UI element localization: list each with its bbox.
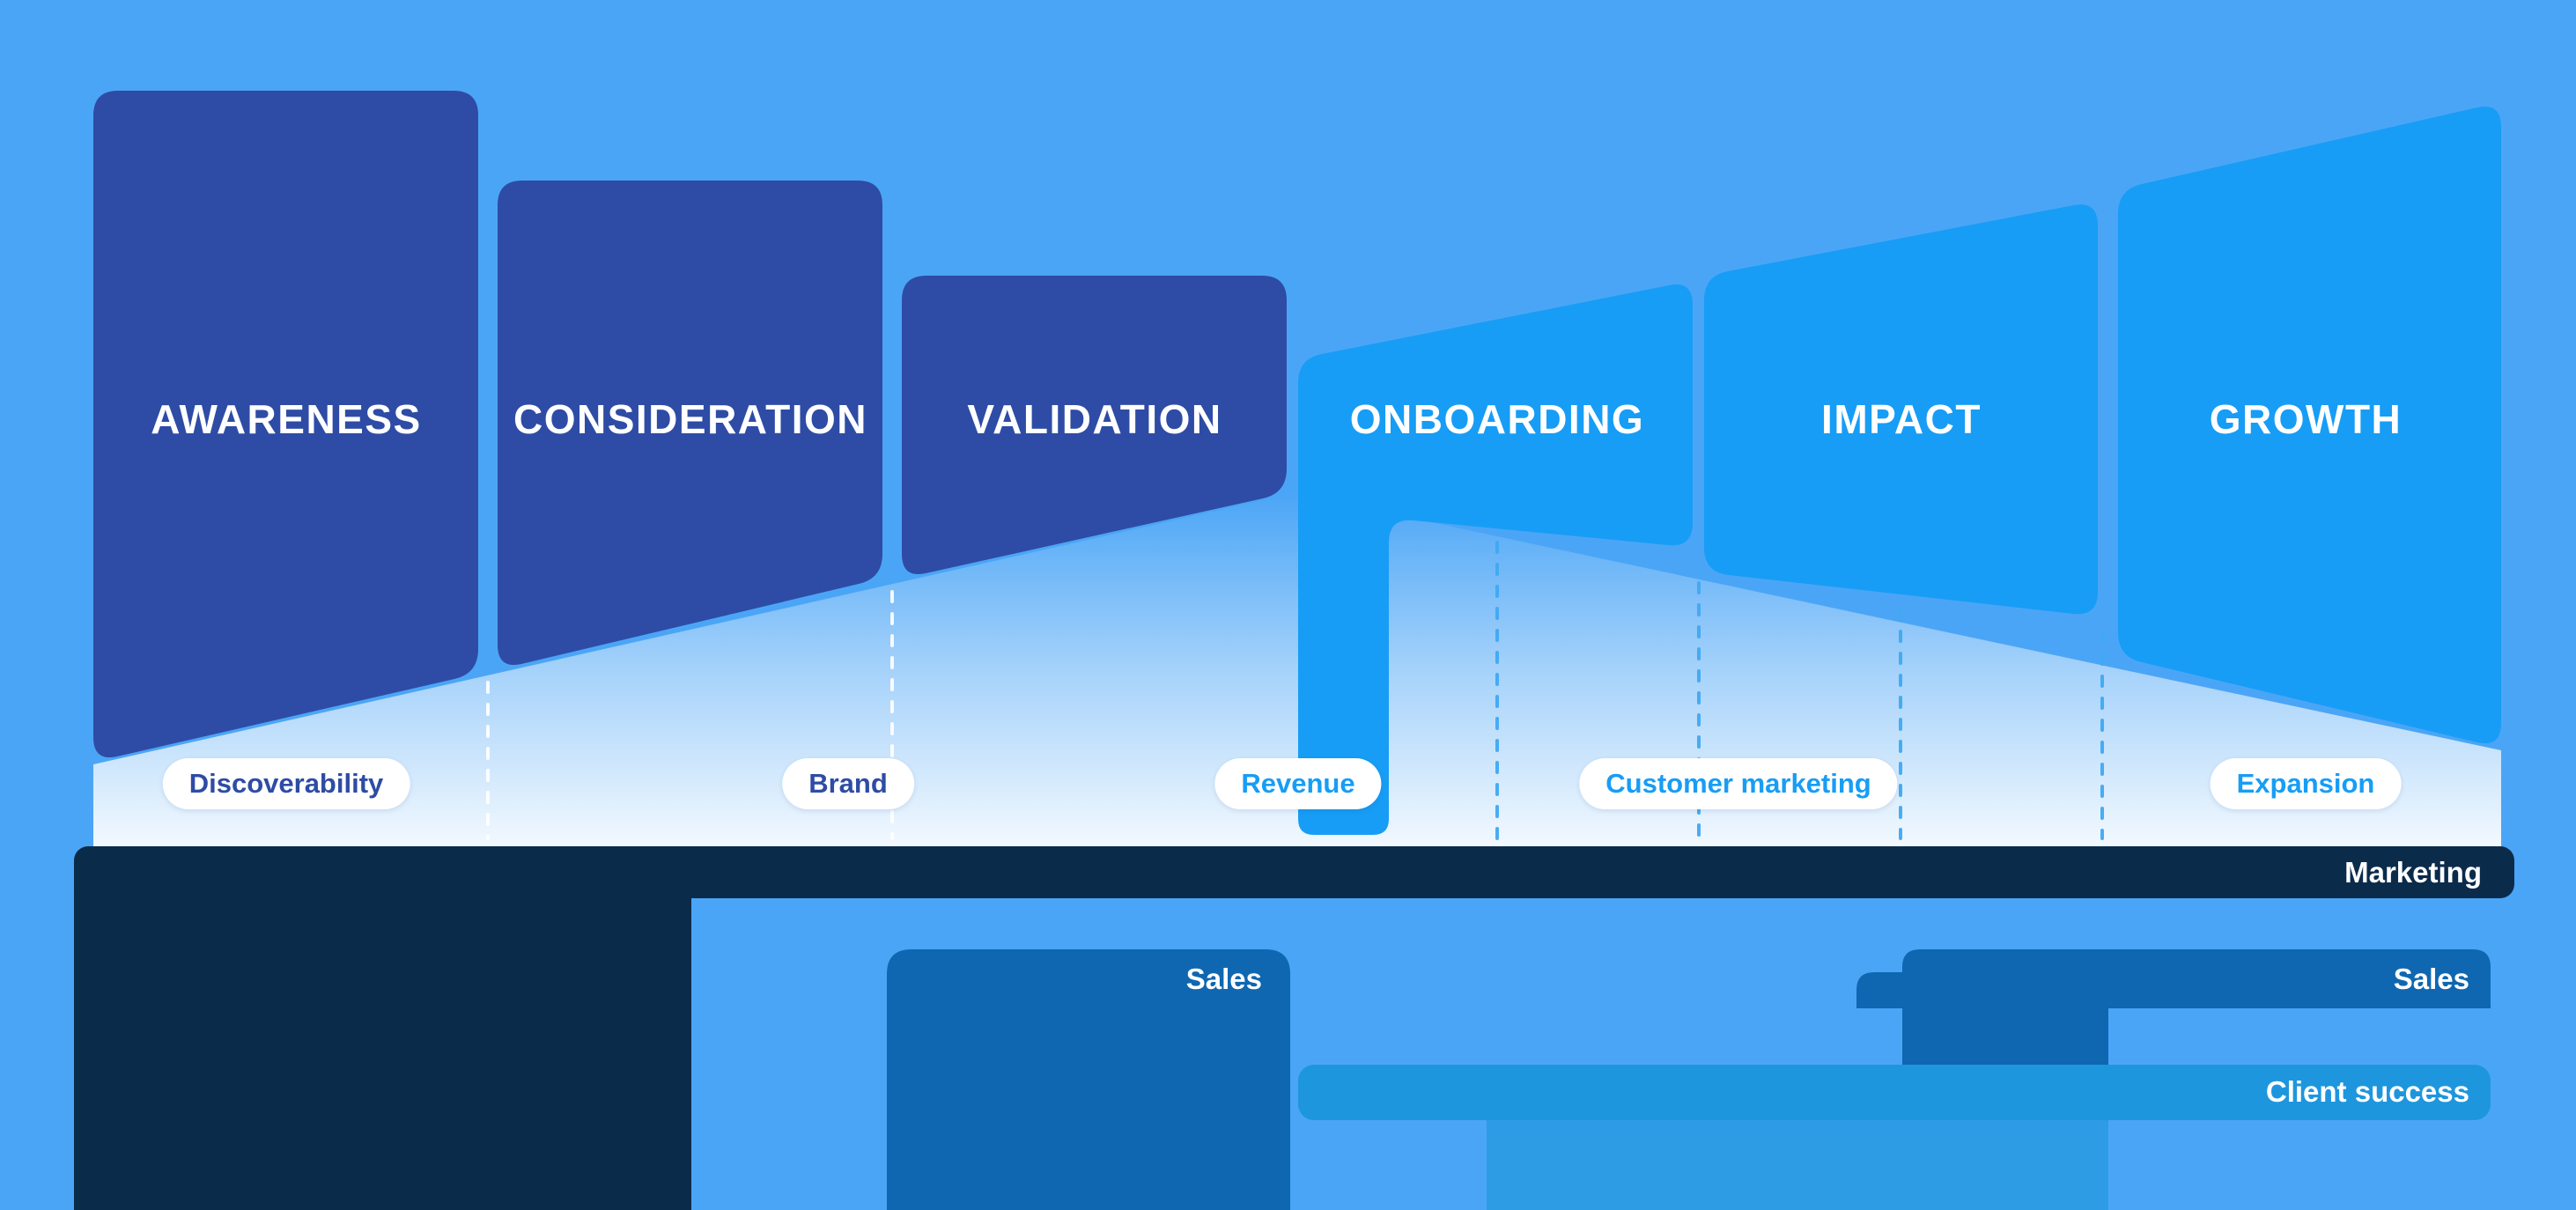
stage-block-awareness: [93, 91, 478, 758]
stage-block-consideration: [498, 181, 882, 666]
bottom-center-block: [1487, 1120, 2108, 1210]
sales-left-block: [887, 949, 1290, 1210]
marketing-bar: [74, 846, 2514, 898]
stage-block-impact: [1704, 204, 2098, 615]
stage-block-validation: [902, 276, 1287, 575]
sales-right-bar: [1856, 949, 2491, 1008]
sales-right-connector: [1902, 1008, 2108, 1068]
funnel-glow-band: [93, 493, 2501, 846]
client-success-bar: [1298, 1065, 2491, 1120]
marketing-left-block: [74, 872, 691, 1210]
stage-block-onboarding: [1298, 284, 1693, 835]
stage-block-growth: [2118, 106, 2501, 744]
